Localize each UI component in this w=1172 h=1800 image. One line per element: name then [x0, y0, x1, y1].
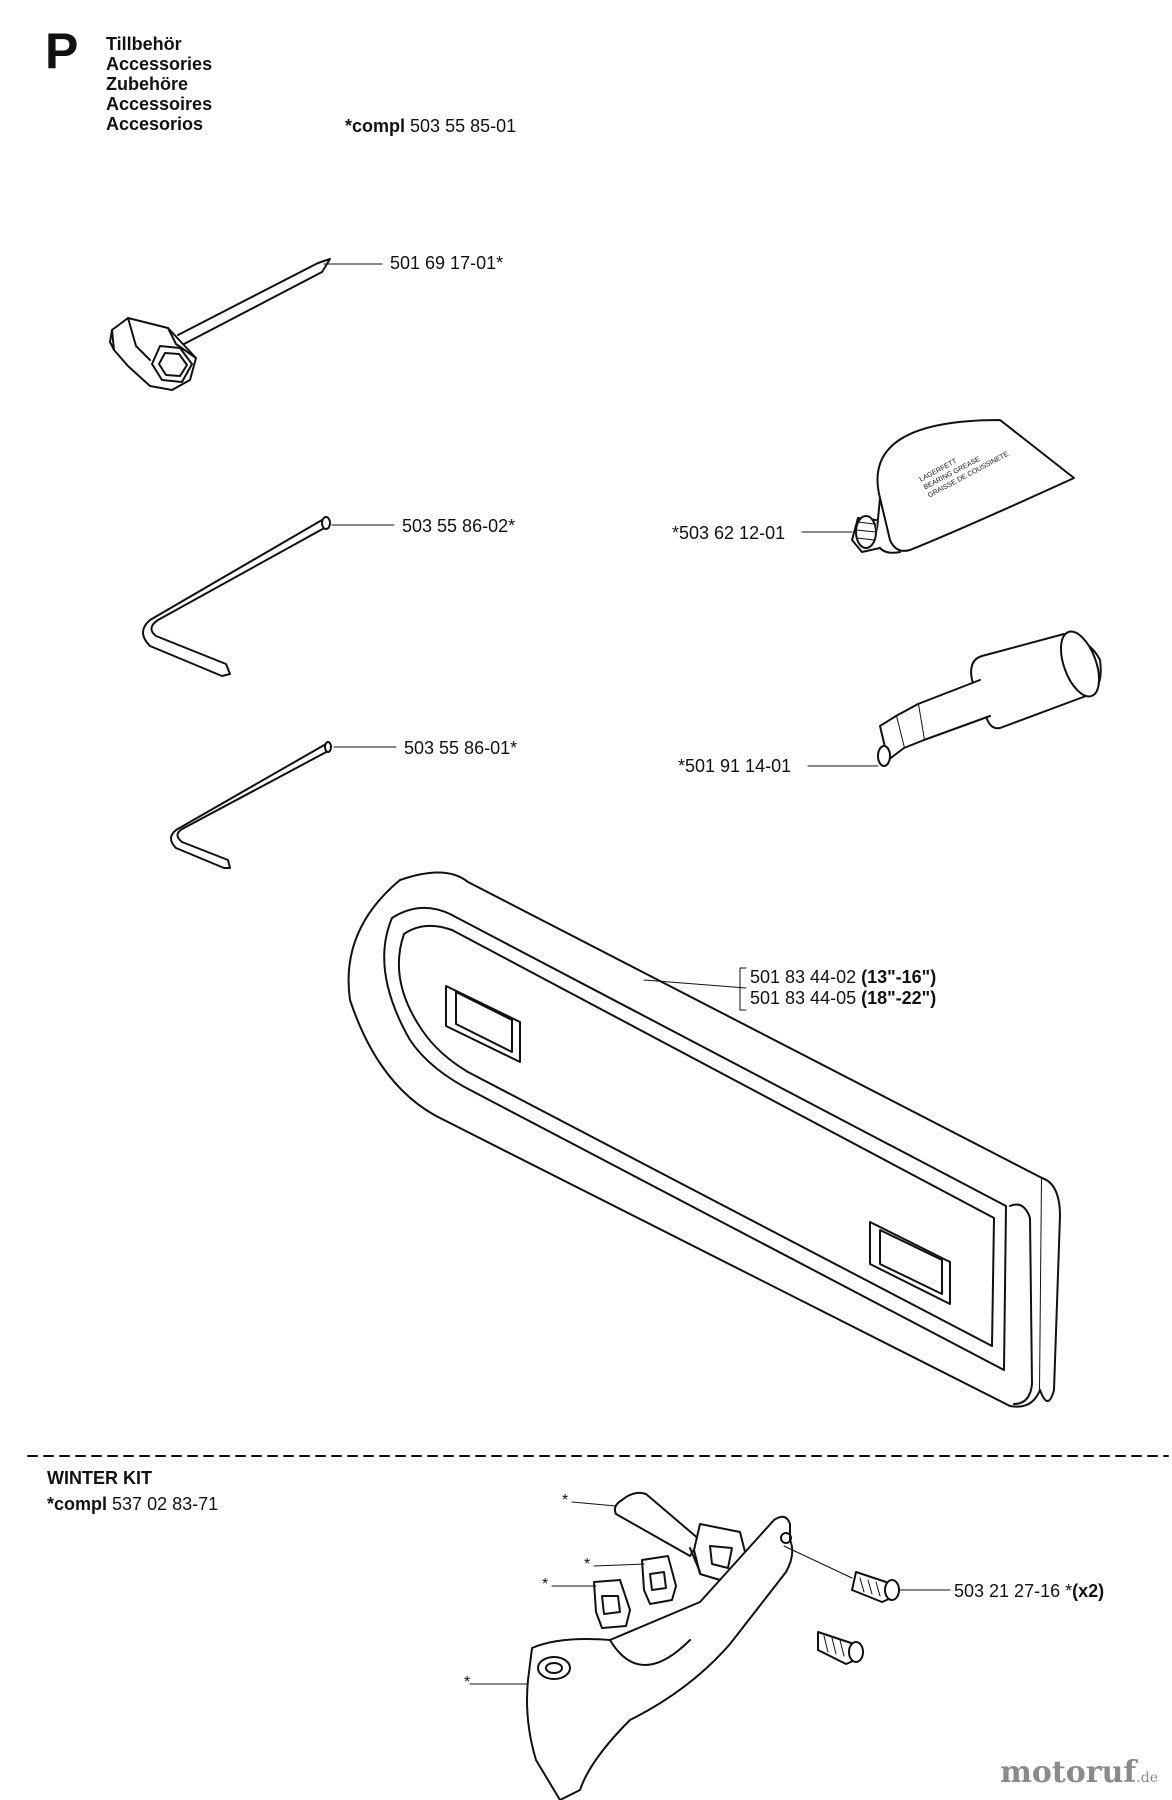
bar-cover-b-number: 501 83 44-05	[750, 988, 857, 1008]
compl-number: 503 55 85-01	[410, 116, 517, 136]
bar-cover	[347, 871, 1061, 1408]
winter-kit-screw-2	[817, 1631, 864, 1665]
title-german: Zubehöre	[106, 74, 189, 94]
title-spanish: Accesorios	[106, 114, 204, 134]
section-titles: Tillbehör Accessories Zubehöre Accessoir…	[106, 34, 212, 134]
bar-cover-a-size: (13"-16")	[861, 967, 937, 987]
compl-prefix: *compl	[345, 116, 406, 136]
title-swedish: Tillbehör	[106, 34, 182, 54]
winter-kit-plug	[613, 1491, 747, 1581]
label-grease-tube: *503 62 12-01	[672, 523, 786, 543]
hex-key-large	[142, 516, 331, 677]
brand-name: motoruf	[1000, 1755, 1137, 1790]
label-screw: 503 21 27-16 *(x2)	[954, 1581, 1104, 1601]
bar-cover-a-number: 501 83 44-02	[750, 967, 857, 987]
title-french: Accessoires	[106, 94, 213, 114]
screw-number: 503 21 27-16 *	[954, 1581, 1073, 1601]
winter-kit-screw-1	[783, 1545, 900, 1603]
brand-watermark: motoruf.de	[1000, 1755, 1158, 1790]
winter-kit-compl: *compl 537 02 83-71	[47, 1494, 218, 1514]
title-english: Accessories	[106, 54, 213, 74]
grease-tube	[851, 419, 1075, 554]
label-grease-gun: *501 91 14-01	[678, 756, 792, 776]
label-hex-key-large: 503 55 86-02*	[402, 516, 516, 536]
grease-gun	[877, 630, 1102, 767]
star-marker-clip-2: *	[542, 1576, 549, 1593]
winter-kit-cover	[526, 1515, 794, 1800]
winter-kit-title: WINTER KIT	[47, 1468, 152, 1488]
star-marker-cover: *	[464, 1674, 471, 1691]
spark-plug-wrench	[109, 258, 331, 391]
screw-qty: (x2)	[1072, 1581, 1105, 1601]
label-bar-cover-b: 501 83 44-05 (18"-22")	[750, 988, 936, 1008]
winter-kit-clip-2	[593, 1579, 631, 1629]
bar-cover-b-size: (18"-22")	[861, 988, 937, 1008]
compl-label: *compl 503 55 85-01	[345, 116, 516, 136]
star-marker-plug: *	[562, 1492, 569, 1509]
winter-kit-compl-number: 537 02 83-71	[112, 1494, 219, 1514]
star-marker-clip-1: *	[584, 1556, 591, 1573]
winter-kit-clip-1	[641, 1555, 677, 1605]
winter-kit-compl-prefix: *compl	[47, 1494, 108, 1514]
label-spark-wrench: 501 69 17-01*	[390, 253, 504, 273]
hex-key-small	[170, 741, 332, 869]
label-bar-cover-a: 501 83 44-02 (13"-16")	[750, 967, 936, 987]
section-letter: P	[45, 23, 79, 79]
label-hex-key-small: 503 55 86-01*	[404, 738, 518, 758]
brand-suffix: .de	[1136, 1770, 1158, 1786]
